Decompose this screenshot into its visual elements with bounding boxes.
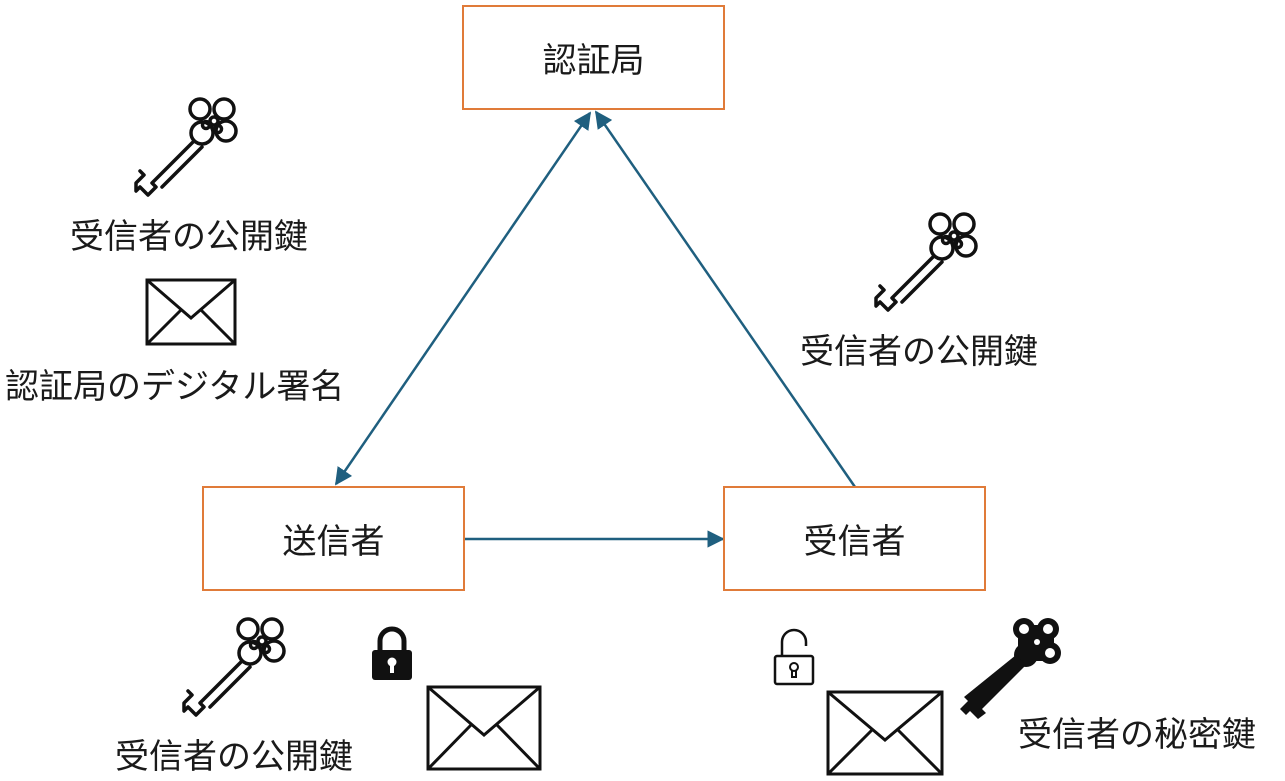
right-key-label: 受信者の公開鍵 [800, 332, 1038, 372]
top-left-key-label: 受信者の公開鍵 [70, 217, 308, 257]
envelope-icon [145, 278, 237, 346]
key-filled-icon [960, 618, 1061, 719]
arrow-receiver-ca [594, 110, 857, 488]
key-icon [134, 97, 238, 197]
node-receiver: 受信者 [723, 486, 986, 591]
node-certificate-authority: 認証局 [462, 5, 725, 110]
key-icon [182, 617, 286, 717]
key-icon [874, 212, 978, 312]
envelope-icon [426, 685, 542, 771]
bottom-left-key-label: 受信者の公開鍵 [115, 737, 353, 777]
node-sender-label: 送信者 [282, 522, 385, 562]
lock-closed-icon [372, 626, 412, 680]
envelope-icon [826, 690, 944, 776]
private-key-label: 受信者の秘密鍵 [1018, 715, 1256, 755]
ca-signature-label: 認証局のデジタル署名 [5, 367, 345, 407]
lock-open-icon [773, 628, 815, 686]
node-ca-label: 認証局 [542, 41, 645, 81]
node-sender: 送信者 [202, 486, 465, 591]
arrow-ca-sender [334, 111, 592, 486]
node-receiver-label: 受信者 [803, 522, 906, 562]
